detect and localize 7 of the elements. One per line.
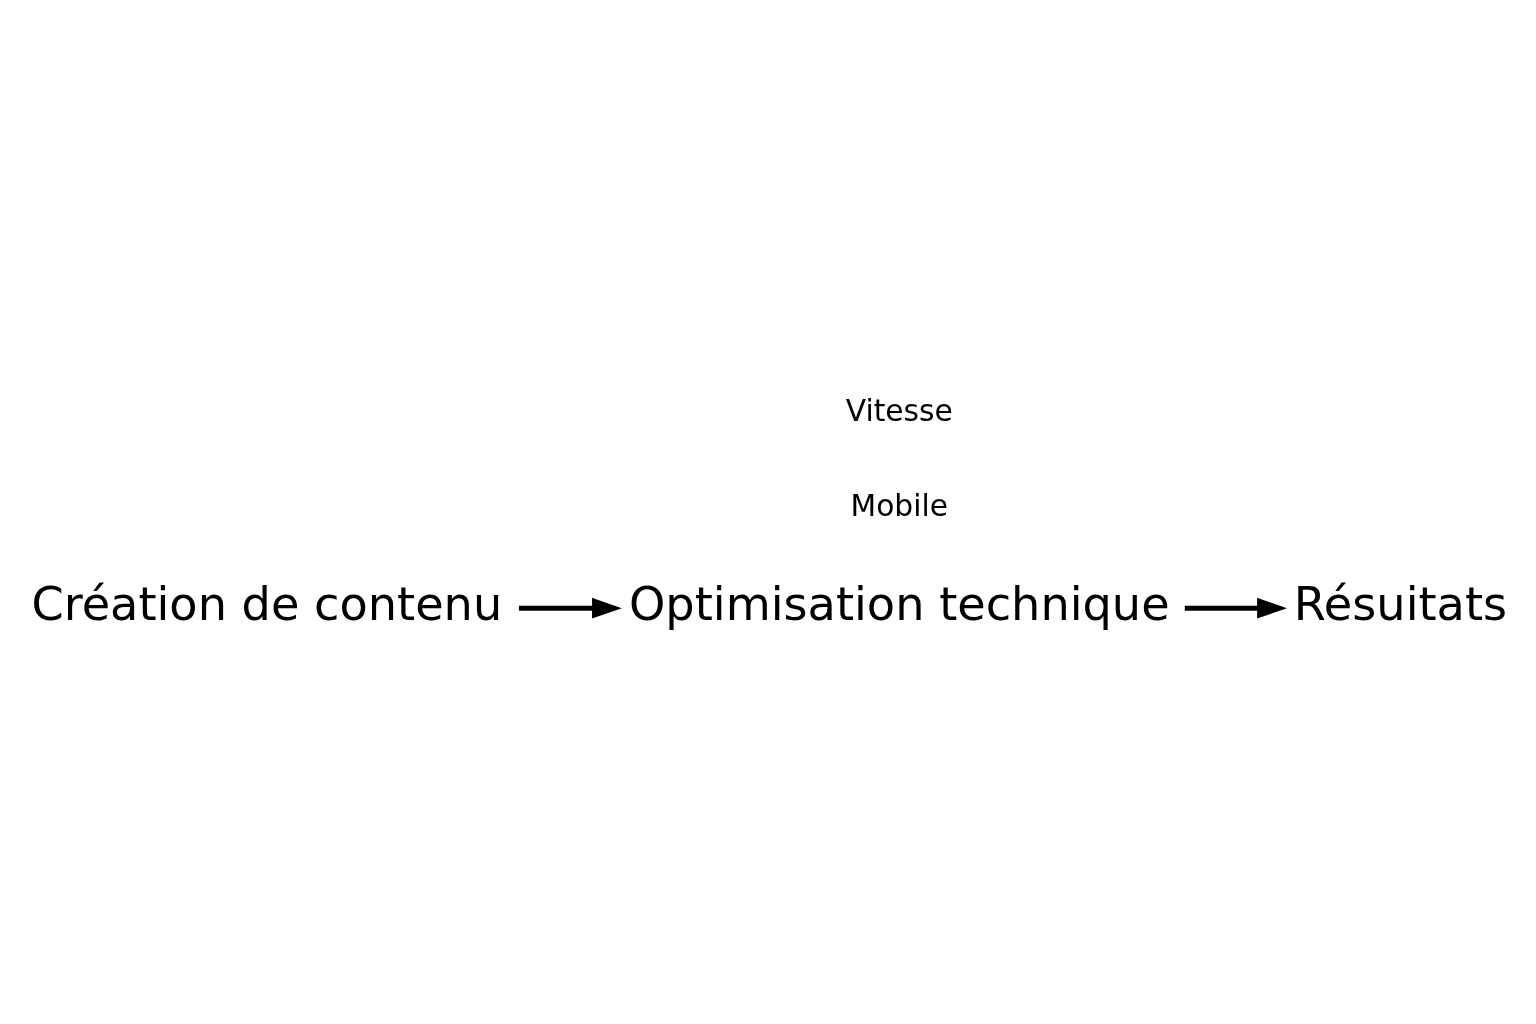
node-text: Résuitats (1293, 576, 1508, 631)
label: Vitesse (845, 392, 953, 428)
arrow (1184, 597, 1287, 619)
arrow (518, 597, 622, 619)
label: Mobile (850, 488, 949, 524)
node-text: Optimisation technique (628, 576, 1170, 631)
node-text: Création de contenu (31, 576, 503, 631)
